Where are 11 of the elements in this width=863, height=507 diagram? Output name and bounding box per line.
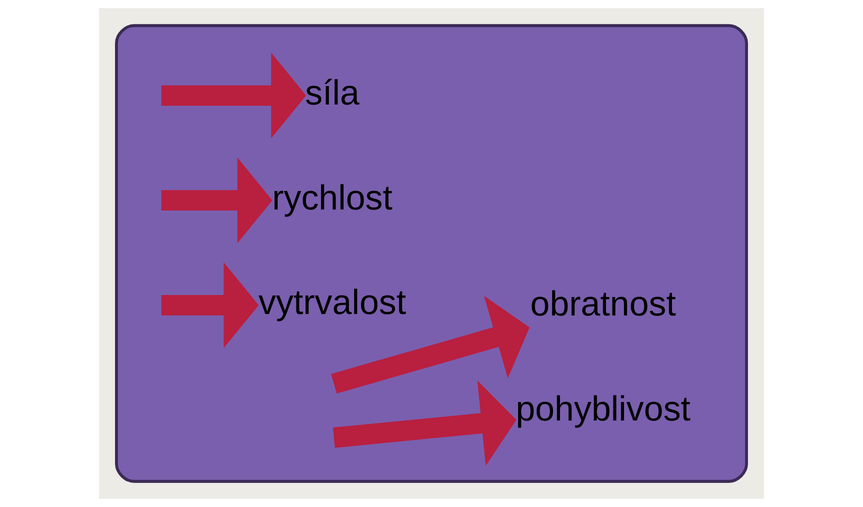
arrow xyxy=(161,262,259,348)
node-text: obratnost xyxy=(530,284,676,324)
arrow xyxy=(331,296,530,394)
cluster xyxy=(115,24,748,483)
node-text: síla xyxy=(305,74,360,113)
arrow xyxy=(161,157,272,244)
arrow xyxy=(332,380,516,466)
node-text: rychlost xyxy=(272,178,392,218)
arrow xyxy=(161,52,306,138)
node-text: pohyblivost xyxy=(516,390,691,429)
node-text: vytrvalost xyxy=(258,283,406,322)
